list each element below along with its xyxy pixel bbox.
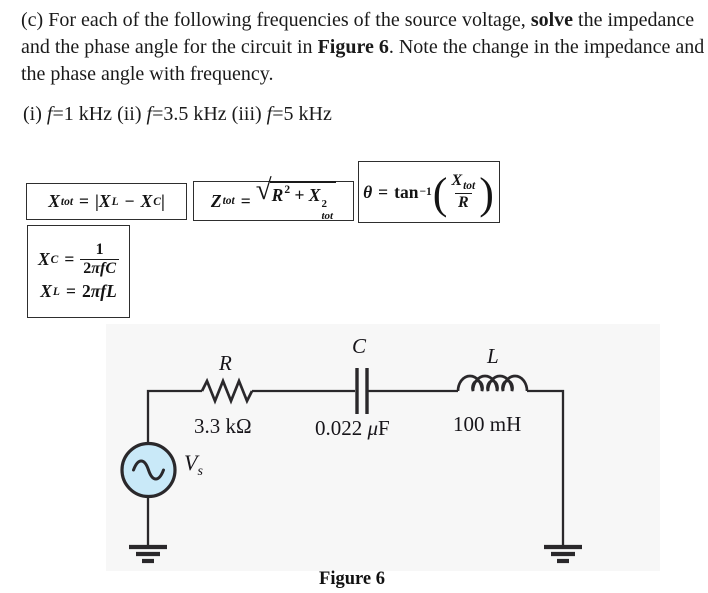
text-run: (c) For each of the following frequencie… xyxy=(21,9,531,31)
var-r: R xyxy=(271,184,284,205)
inductor-value: 100 mH xyxy=(453,412,522,436)
figure-caption: Figure 6 xyxy=(319,569,385,589)
tan-function: tan xyxy=(394,181,419,202)
freq-i-label: (i) xyxy=(23,103,47,125)
wire-right xyxy=(527,389,565,546)
var-theta: θ xyxy=(363,181,373,202)
fraction-denominator: 2πfC xyxy=(80,259,120,278)
fraction: Xtot R xyxy=(448,172,478,213)
freq-ii-label: (ii) xyxy=(117,103,147,125)
text-run: the phase angle with frequency. xyxy=(21,63,274,85)
sub-tot: tot xyxy=(222,195,235,207)
freq-i-value: =1 kHz xyxy=(52,103,118,125)
abs-bar: | xyxy=(160,191,165,211)
sub-l: L xyxy=(111,195,119,208)
coef-2: 2 xyxy=(83,260,92,277)
resistor-value: 3.3 kΩ xyxy=(194,414,252,438)
var-x: X xyxy=(308,184,321,205)
sub-tot: tot xyxy=(60,195,74,208)
fraction-denominator: R xyxy=(455,192,472,212)
problem-text-line2: and the phase angle for the circuit in F… xyxy=(21,34,704,61)
var-x: X xyxy=(48,191,60,211)
coef-2: 2 xyxy=(81,281,91,302)
figure-background xyxy=(106,324,660,571)
freq-iii-label: (iii) xyxy=(231,103,267,125)
problem-text: (c) For each of the following frequencie… xyxy=(21,7,704,88)
text-run: the impedance xyxy=(573,9,695,31)
resistor-label: R xyxy=(219,351,232,375)
sup-2: 2 xyxy=(284,183,291,196)
minus-sign: − xyxy=(124,191,135,211)
capacitor-value: 0.022 μF xyxy=(315,416,390,441)
source-label: Vs xyxy=(184,450,203,480)
radical-sign: √ xyxy=(255,173,272,206)
frequency-list: (i) f=1 kHz (ii) f=3.5 kHz (iii) f=5 kHz xyxy=(23,102,332,126)
freq-iii-value: =5 kHz xyxy=(272,103,332,125)
sub-c: C xyxy=(50,253,59,266)
inductor-label: L xyxy=(487,344,499,368)
text-run: and the phase angle for the circuit in xyxy=(21,36,318,58)
var-xc: X xyxy=(140,191,153,211)
var-pifc: πfC xyxy=(91,260,117,277)
sub-tot: tot xyxy=(321,209,334,222)
var-x: X xyxy=(40,281,52,302)
formula-theta-box: θ = tan−1 ( Xtot R ) xyxy=(358,161,500,223)
sup-inverse: −1 xyxy=(419,186,432,198)
capacitor-symbol xyxy=(355,368,369,414)
var-x: X xyxy=(37,249,50,269)
fraction-numerator: Xtot xyxy=(448,172,478,193)
sub-l: L xyxy=(52,285,60,298)
var-v: V xyxy=(184,450,198,475)
equals-sign: = xyxy=(240,190,251,211)
sub-tot: tot xyxy=(463,179,476,192)
capacitor-value-number: 0.022 xyxy=(315,416,368,440)
fraction: 1 2πfC xyxy=(80,240,120,279)
plus-sign: + xyxy=(294,184,305,205)
micro-symbol: μ xyxy=(367,416,379,440)
abs-bar: | xyxy=(95,191,99,211)
var-x: X xyxy=(451,171,463,189)
ground-symbol-right xyxy=(544,544,582,564)
sup-2: 2 xyxy=(321,197,327,210)
equals-sign: = xyxy=(79,191,90,211)
sine-wave-icon xyxy=(132,459,165,481)
var-xl: X xyxy=(98,191,111,211)
var-pifl: πfL xyxy=(90,281,117,302)
fraction-numerator: 1 xyxy=(95,240,104,258)
freq-ii-value: =3.5 kHz xyxy=(152,103,232,125)
freq-iii-var: f xyxy=(266,103,273,125)
capacitor-label: C xyxy=(352,334,367,358)
equals-sign: = xyxy=(64,249,75,269)
bold-word-solve: solve xyxy=(530,9,574,31)
sub-s: s xyxy=(197,464,203,479)
equals-sign: = xyxy=(378,181,389,202)
var-z: Z xyxy=(210,190,222,211)
equals-sign: = xyxy=(65,281,76,302)
problem-text-line1: (c) For each of the following frequencie… xyxy=(21,7,695,34)
problem-text-line3: the phase angle with frequency. xyxy=(21,61,693,88)
resistor-symbol xyxy=(200,377,254,405)
text-run: . Note the change in the impedance and xyxy=(388,36,705,58)
bold-word-figure6: Figure 6 xyxy=(317,36,389,58)
freq-i-var: f xyxy=(46,103,53,125)
inductor-symbol xyxy=(456,374,529,392)
sub-c: C xyxy=(153,195,161,208)
freq-ii-var: f xyxy=(146,103,153,125)
wire-left xyxy=(146,389,202,444)
capacitor-value-unit: F xyxy=(378,416,390,440)
ground-symbol-left xyxy=(129,544,167,564)
